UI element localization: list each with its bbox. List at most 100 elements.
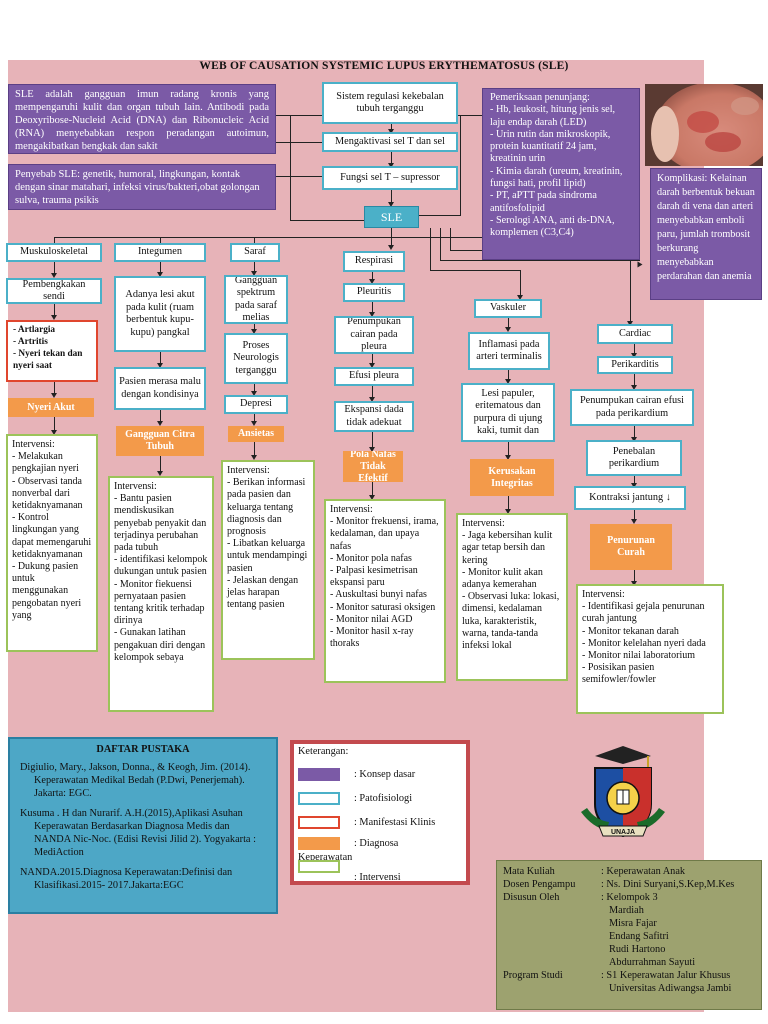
resp-intervention: Intervensi: - Monitor frekuensi, irama, … [324,499,446,683]
intervention-item: - Dukung pasien untuk menggunakan pengob… [12,561,82,621]
intervention-item: - Jaga kebersihan kulit agar tetap bersi… [462,530,553,566]
info-value: : Ns. Dini Suryani,S.Kep,M.Kes [601,879,735,890]
branch-cardiac: Cardiac [597,324,673,344]
intervention-title: Intervensi: [582,589,625,600]
intervention-item: - Monitor kelelahan nyeri dada [582,637,706,649]
causes-box: Penyebab SLE: genetik, humoral, lingkung… [8,164,276,210]
legend-swatch-pathophysiology [298,792,340,805]
university-logo: UNAJA [573,742,673,842]
legend-swatch-concept [298,768,340,781]
intervention-item: - Monitor nilai laboratorium [582,650,696,662]
dx-penurunan-curah: Penurunan Curah [590,524,672,570]
info-value: : S1 Keperawatan Jalur Khusus [601,970,731,981]
page-title: WEB OF CAUSATION SYSTEMIC LUPUS ERYTHEMA… [199,60,569,72]
exam-item: - Serologi ANA, anti ds-DNA, komplemen (… [490,214,615,239]
intervention-item: - Posisikan pasien semifowler/fowler [582,662,656,686]
info-key [503,982,601,995]
reference-item: NANDA.2015.Diagnosa Keperawatan:Definisi… [20,867,233,891]
saraf-intervention: Intervensi: - Berikan informasi pada pas… [221,460,315,660]
intervention-item: - Bantu pasien mendiskusikan penyebab pe… [114,493,207,554]
dx-gangguan-citra-tubuh: Gangguan Citra Tubuh [116,426,204,456]
legend-label: Keperawatan [298,852,353,863]
legend-label: : Manifestasi Klinis [354,817,436,828]
info-value: Endang Safitri [609,931,669,942]
intervention-title: Intervensi: [114,481,157,492]
info-key [503,904,601,917]
intervention-item: - Observasi luka: lokasi, dimensi, kedal… [462,591,560,652]
intervention-item: - Monitor nilai AGD [330,613,413,625]
info-key [503,943,601,956]
card-penumpukan: Penumpukan cairan efusi pada perikardium [570,389,694,426]
card-penebalan: Penebalan perikardium [586,440,682,476]
references-title: DAFTAR PUSTAKA [96,744,190,755]
resp-pleuritis: Pleuritis [343,283,405,302]
legend-label: : Konsep dasar [354,769,416,780]
exam-title: Pemeriksaan penunjang: [490,92,590,103]
intervention-title: Intervensi: [12,439,55,450]
saraf-depresi: Depresi [224,395,288,414]
intervention-item: - Auskultasi bunyi nafas [330,589,427,601]
intervention-item: - Monitor frekuensi, irama, kedalaman, d… [330,516,439,552]
info-value: : Keperawatan Anak [601,866,686,877]
musk-symptom: - Nyeri tekan dan nyeri saat [13,349,83,371]
saraf-spectrum: Gangguan spektrum pada saraf melias [224,275,288,324]
saraf-neuro: Proses Neurologis terganggu [224,333,288,384]
intervention-title: Intervensi: [462,518,505,529]
intervention-item: - Monitor saturasi oksigen [330,601,436,613]
info-key [503,930,601,943]
intervention-item: - Monitor fiekuensi pernyataan pasien te… [114,578,205,627]
komplikasi-box: Komplikasi: Kelainan darah berbentuk bek… [650,168,762,300]
info-key [503,956,601,969]
intervention-item: - Berikan informasi pada pasien dan kelu… [227,477,306,538]
info-value: : Kelompok 3 [601,892,658,903]
card-kontraksi: Kontraksi jantung ↓ [574,486,686,510]
branch-respirasi: Respirasi [343,251,405,272]
musk-symptom: - Artritis [13,337,48,347]
exam-item: - Hb, leukosit, hitung jenis sel, laju e… [490,104,616,128]
info-value: Mardiah [609,905,644,916]
concept-definition: SLE adalah gangguan imun radang kronis y… [8,84,276,154]
vask-inflamasi: Inflamasi pada arteri terminalis [468,332,550,370]
legend-swatch-intervention [298,860,340,873]
intervention-item: - Observasi tanda nonverbal dari ketidak… [12,475,83,512]
info-key: Mata Kuliah [503,866,555,877]
logo-text: UNAJA [611,829,635,836]
intervention-item: - identifikasi kelompok dukungan untuk p… [114,554,208,578]
integ-intervention: Intervensi: - Bantu pasien mendiskusikan… [108,476,214,712]
intervention-item: - Palpasi kesimetrisan ekspansi paru [330,565,418,589]
exam-item: - Kimia darah (ureum, kreatinin, fungsi … [490,165,623,190]
sle-node: SLE [364,206,419,228]
resp-efusi: Efusi pleura [334,367,414,386]
info-key: Dosen Pengampu [503,879,576,890]
legend-swatch-clinical [298,816,340,829]
resp-ekspansi: Ekspansi dada tidak adekuat [334,401,414,432]
vask-intervention: Intervensi: - Jaga kebersihan kulit agar… [456,513,568,681]
skin-rash-photo [645,84,763,166]
exam-item: - Urin rutin dan mikroskopik, protein ku… [490,128,611,165]
info-value: Rudi Hartono [609,944,666,955]
intervention-item: - Identifikasi gejala penurunan curah ja… [582,601,705,625]
pathway-immune-regulation: Sistem regulasi kekebalan tubuh tergangg… [322,82,458,124]
intervention-item: - Monitor hasil x-ray thoraks [330,626,414,650]
legend-box: Keterangan: : Konsep dasar : Patofisiolo… [290,740,470,885]
musk-symptoms: - Artlargia - Artritis - Nyeri tekan dan… [6,320,98,382]
intervention-item: - Monitor tekanan darah [582,625,679,637]
intervention-item: - Monitor pola nafas [330,552,412,564]
resp-fluid: Penumpukan cairan pada pleura [334,316,414,354]
info-key: Disusun Oleh [503,892,560,903]
reference-item: Digiulio, Mary., Jakson, Donna., & Keogh… [20,762,251,799]
branch-vaskuler: Vaskuler [474,299,542,318]
dx-pola-nafas: Pola Nafas Tidak Efektif [343,451,403,482]
intervention-item: - Gunakan latihan pengakuan diri dengan … [114,627,206,663]
branch-muskuloskeletal: Muskuloskeletal [6,243,102,262]
intervention-item: - Melakukan pengkajian nyeri [12,451,79,475]
intervention-item: - Kontrol lingkungan yang dapat memengar… [12,512,92,560]
intervention-item: - Monitor kulit akan adanya kemerahan [462,566,543,591]
integ-shame: Pasien merasa malu dengan kondisinya [114,367,206,410]
intervention-item: - Jelaskan dengan jelas harapan tentang … [227,574,299,611]
musk-swelling: Pembengkakan sendi [6,278,102,304]
intervention-item: - Libatkan keluarga untuk mendampingi pa… [227,538,308,574]
info-value: Universitas Adiwangsa Jambi [609,983,732,994]
musk-intervention: Intervensi: - Melakukan pengkajian nyeri… [6,434,98,652]
dx-nyeri-akut: Nyeri Akut [8,398,94,417]
